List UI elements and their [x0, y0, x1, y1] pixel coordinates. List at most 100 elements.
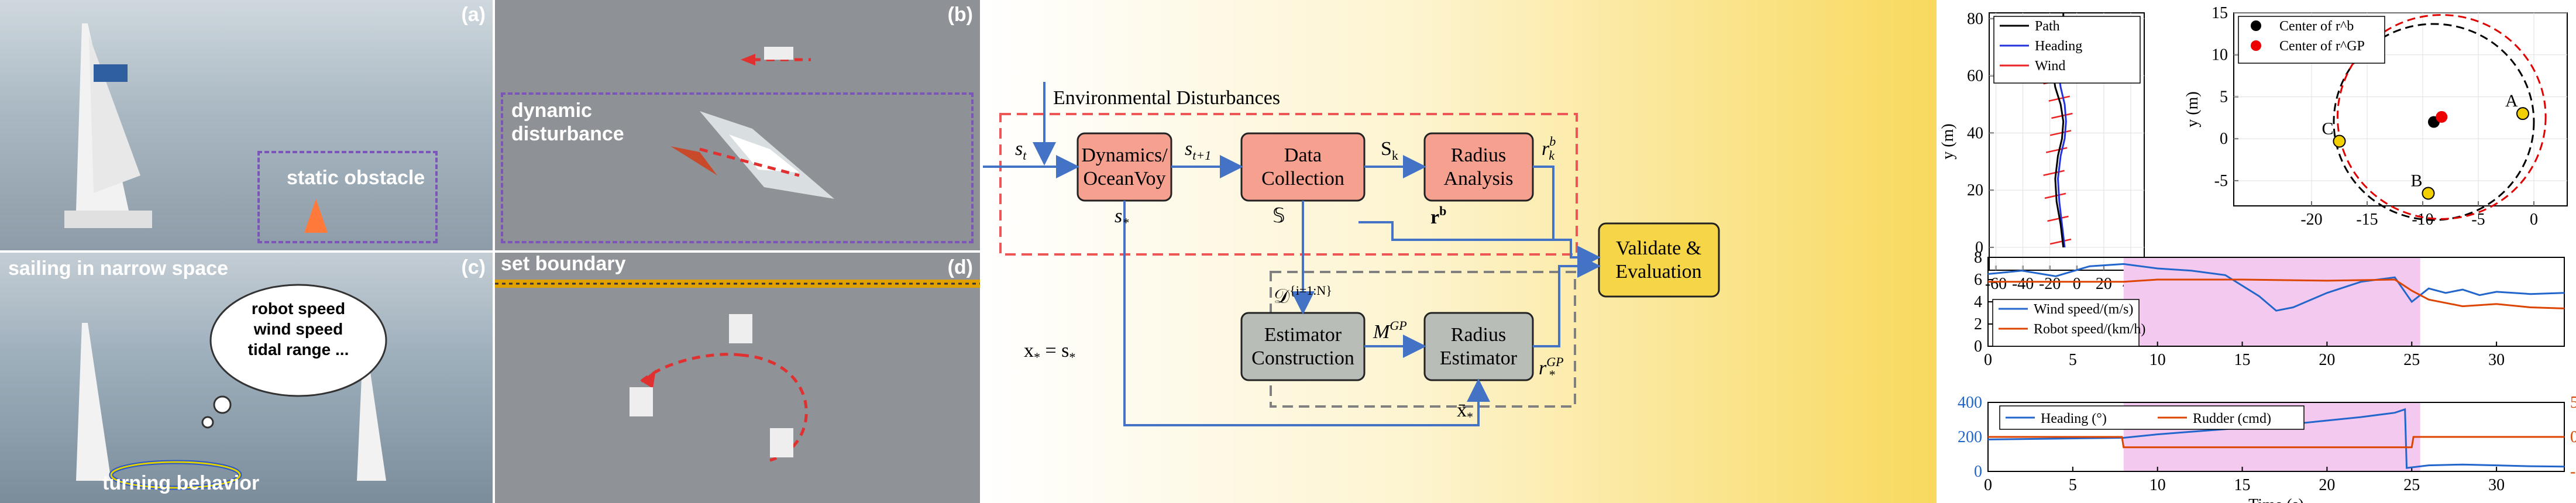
- wind-arrow: [2047, 215, 2069, 222]
- x-axis-label: Time (s): [2248, 496, 2304, 503]
- x-tick-label: 10: [2149, 476, 2166, 494]
- y-right-tick-label: 50: [2570, 394, 2576, 412]
- y-right-tick-label: 0: [2570, 428, 2576, 446]
- y-tick-label: 8: [1974, 249, 1982, 267]
- x-tick-label: 30: [2488, 476, 2505, 494]
- bbs-label: 𝕊: [1272, 205, 1285, 227]
- x-tick-label: 20: [2319, 476, 2335, 494]
- boundary-illustration: [495, 280, 980, 462]
- bubble-text-1: robot speed: [251, 299, 346, 318]
- turn-point: [2516, 107, 2529, 120]
- x-tick-label: 15: [2234, 476, 2251, 494]
- y-tick-label: 15: [2212, 4, 2228, 22]
- y-tick-label: 80: [1967, 10, 1983, 28]
- x-tick-label: 10: [2149, 351, 2166, 369]
- x-arrow: [1123, 201, 1490, 426]
- dynamic-disturbance-caption-1: dynamic: [511, 99, 592, 122]
- photo-a-label: (a): [461, 4, 486, 26]
- legend-marker: [2251, 40, 2261, 51]
- radius-analysis-box[interactable]: [1423, 132, 1534, 202]
- turn-point: [2333, 135, 2346, 148]
- x-tick-label: 5: [2069, 351, 2077, 369]
- st1-label: st+1: [1185, 138, 1211, 163]
- estimator-construction-box[interactable]: [1240, 312, 1366, 381]
- narrow-space-illustration: [76, 284, 387, 490]
- dynamics-box[interactable]: [1077, 132, 1172, 202]
- flow-diagram: Dynamics/ OceanVoy Data Collection Radiu…: [983, 82, 1720, 426]
- turn-point-label: B: [2411, 171, 2423, 190]
- estimator-label-2: Construction: [1251, 347, 1354, 369]
- narrow-space-caption: sailing in narrow space: [8, 257, 229, 280]
- estimator-label-1: Estimator: [1264, 324, 1342, 346]
- radius-estimator-label-2: Estimator: [1440, 347, 1518, 369]
- legend-label: Robot speed/(km/h): [2034, 322, 2145, 337]
- dynamic-disturbance-illustration: [670, 47, 834, 199]
- data-label-1: Data: [1284, 144, 1322, 166]
- x-eq-label: x* = s*: [1024, 340, 1075, 364]
- radius-estimator-box[interactable]: [1423, 312, 1534, 381]
- circle-rb: [2333, 23, 2535, 221]
- dynamic-disturbance-box: [501, 92, 974, 243]
- rgp-arrow: [1533, 254, 1601, 347]
- x-tick-label: 0: [1984, 351, 1992, 369]
- legend-label: Heading (°): [2041, 411, 2107, 426]
- legend-label: Heading: [2035, 39, 2082, 54]
- photo-c: sailing in narrow space turning behavior…: [0, 253, 493, 503]
- dynamic-disturbance-caption-2: disturbance: [511, 123, 624, 145]
- wind-arrow: [2043, 170, 2065, 176]
- photo-a: static obstacle (a): [0, 0, 493, 250]
- plots-svg: -60-40-2002040020406080y (m)PathHeadingW…: [1939, 4, 2576, 503]
- photo-d: set boundary (d): [495, 253, 980, 503]
- x-tick-label: -60: [1985, 275, 2007, 293]
- x-tick-label: 25: [2403, 351, 2420, 369]
- wind-arrow: [2044, 192, 2066, 199]
- legend-label: Center of r^b: [2279, 19, 2354, 34]
- legend-label: Wind: [2035, 58, 2065, 74]
- dynamics-label-1: Dynamics/: [1081, 144, 1168, 166]
- x-tick-label: 15: [2234, 351, 2251, 369]
- data-collection-box[interactable]: [1240, 132, 1366, 202]
- sstar-label: s*: [1115, 205, 1129, 230]
- y-axis-label: y (m): [2183, 91, 2202, 127]
- y-tick-label: 400: [1958, 394, 1982, 412]
- photo-b: dynamic disturbance (b): [495, 0, 980, 250]
- validate-label-1: Validate &: [1616, 237, 1701, 259]
- turn-point-label: C: [2322, 119, 2334, 139]
- m-label: MGP: [1373, 318, 1407, 343]
- x-tick-label: -20: [2300, 211, 2322, 229]
- legend-box: [1992, 299, 2140, 347]
- legend-box: [1993, 16, 2141, 84]
- x-tick-label: -40: [2012, 275, 2034, 293]
- photo-d-label: (d): [947, 256, 973, 278]
- validate-label-2: Evaluation: [1615, 261, 1701, 282]
- legend-label: Center of r^GP: [2279, 39, 2365, 54]
- x-tick-label: 0: [2073, 275, 2081, 293]
- y-tick-label: 10: [2212, 46, 2228, 64]
- plots-panel: -60-40-2002040020406080y (m)PathHeadingW…: [1937, 0, 2576, 503]
- turn-point-label: A: [2505, 91, 2518, 111]
- validate-box[interactable]: [1598, 222, 1720, 298]
- d-label: 𝒟{i=1:N}: [1274, 283, 1332, 308]
- rkb-arrow: [1553, 239, 1601, 269]
- x-tick-label: 20: [2319, 351, 2335, 369]
- heading-series: [1987, 408, 2565, 469]
- bubble-text-2: wind speed: [253, 320, 343, 338]
- legend-label: Wind speed/(m/s): [2034, 302, 2133, 317]
- y-tick-label: 2: [1974, 315, 1982, 333]
- y-right-tick-label: -50: [2570, 463, 2576, 481]
- data-label-2: Collection: [1261, 168, 1344, 190]
- rudder-series: [1988, 436, 2564, 449]
- x-tick-label: 20: [2096, 275, 2112, 293]
- env-label: Environmental Disturbances: [1053, 87, 1280, 109]
- plot-frame: [1989, 12, 2145, 271]
- y-tick-label: 5: [2220, 88, 2228, 106]
- legend-marker: [2251, 20, 2261, 31]
- y-tick-label: 0: [2220, 130, 2228, 148]
- dynamics-label-2: OceanVoy: [1084, 168, 1166, 190]
- sk-label: Sk: [1381, 138, 1398, 163]
- xbar-label: x̄*: [1457, 399, 1473, 424]
- flow-diagram-panel: Dynamics/ OceanVoy Data Collection Radiu…: [980, 0, 1937, 503]
- legend-box: [1999, 405, 2305, 430]
